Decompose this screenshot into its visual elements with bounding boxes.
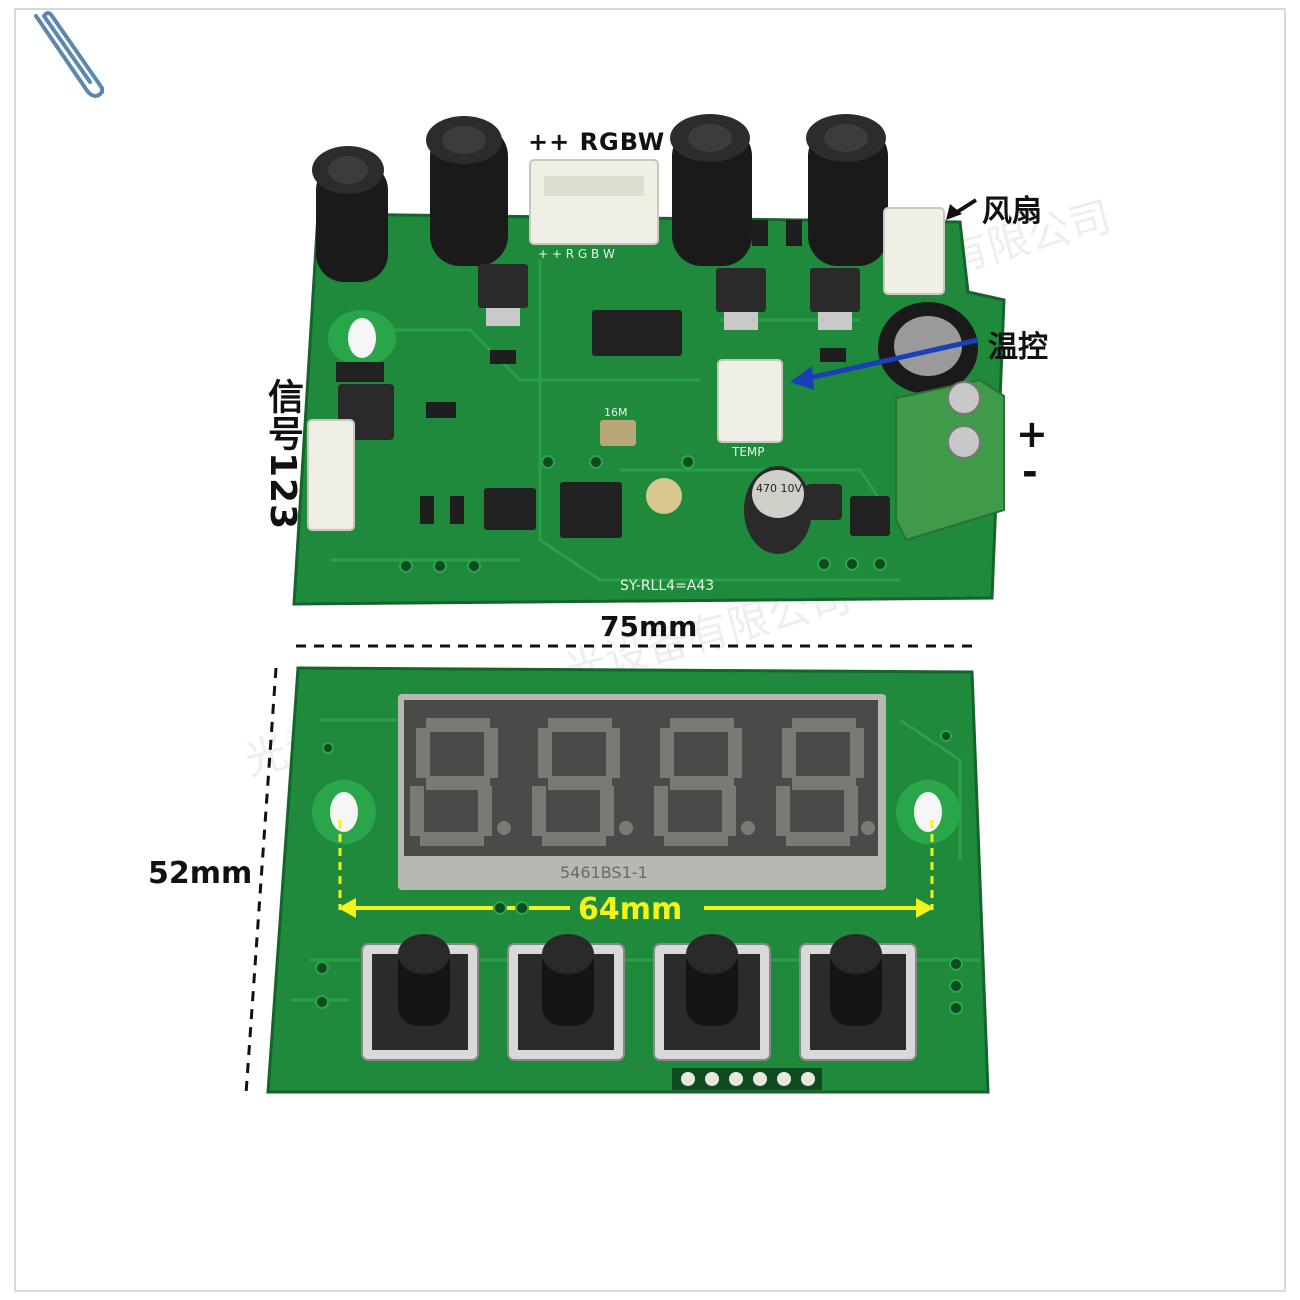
inductor	[806, 114, 888, 266]
height-dimension-label: 52mm	[148, 856, 253, 891]
tactile-button	[507, 934, 625, 1061]
fan-label: 风扇	[982, 194, 1042, 229]
seven-segment-display: 5461BS1-1	[398, 694, 886, 890]
microcontroller-ic	[592, 310, 682, 356]
display-part-silkscreen: 5461BS1-1	[560, 863, 648, 882]
inductor	[670, 114, 752, 266]
buzzer	[646, 478, 682, 514]
ic-chip	[850, 496, 890, 536]
photo-frame	[14, 8, 1286, 1292]
mounting-hole	[896, 780, 960, 844]
temp-connector	[717, 359, 783, 443]
electrolytic-capacitor	[744, 466, 812, 554]
ic-chip	[336, 362, 384, 382]
signal-label: 信号123	[262, 378, 303, 531]
board-id-silkscreen: SY-RLL4=A43	[620, 578, 714, 594]
ic-chip	[484, 488, 536, 530]
fan-connector	[883, 207, 945, 295]
rgbw-header-pins: + + R G B W	[538, 247, 615, 261]
temp-silkscreen: TEMP	[731, 445, 765, 459]
temp-arrow-icon	[790, 337, 979, 390]
electrolytic-capacitor	[878, 302, 978, 394]
tactile-button	[653, 934, 771, 1061]
ic-chip	[560, 482, 622, 538]
paperclip-icon	[34, 11, 104, 98]
mounting-hole	[312, 780, 376, 844]
crystal-silkscreen: 16M	[604, 406, 628, 419]
hole-spacing-dimension	[338, 820, 934, 918]
programming-header	[672, 1068, 822, 1090]
signal-connector	[307, 419, 355, 531]
rgbw-connector	[529, 159, 659, 245]
minus-label: -	[1022, 450, 1038, 494]
tactile-button	[799, 934, 917, 1061]
tactile-button	[361, 934, 479, 1061]
rgbw-label: ++ RGBW	[528, 128, 666, 156]
mounting-hole	[328, 310, 396, 366]
mosfet	[716, 268, 766, 312]
mosfet	[810, 268, 860, 312]
fan-arrow-icon	[946, 198, 978, 220]
crystal	[600, 420, 636, 446]
power-terminal-block	[895, 378, 1005, 542]
temp-control-label: 温控	[988, 330, 1048, 365]
inductor	[806, 484, 842, 520]
hole-spacing-label: 64mm	[578, 892, 683, 927]
inductor	[426, 116, 508, 266]
mosfet	[478, 264, 528, 308]
plus-label: +	[1016, 412, 1048, 456]
width-dimension-label: 75mm	[600, 610, 698, 643]
inductor	[312, 146, 388, 282]
capacitor-marking: 470 10V	[756, 482, 802, 495]
